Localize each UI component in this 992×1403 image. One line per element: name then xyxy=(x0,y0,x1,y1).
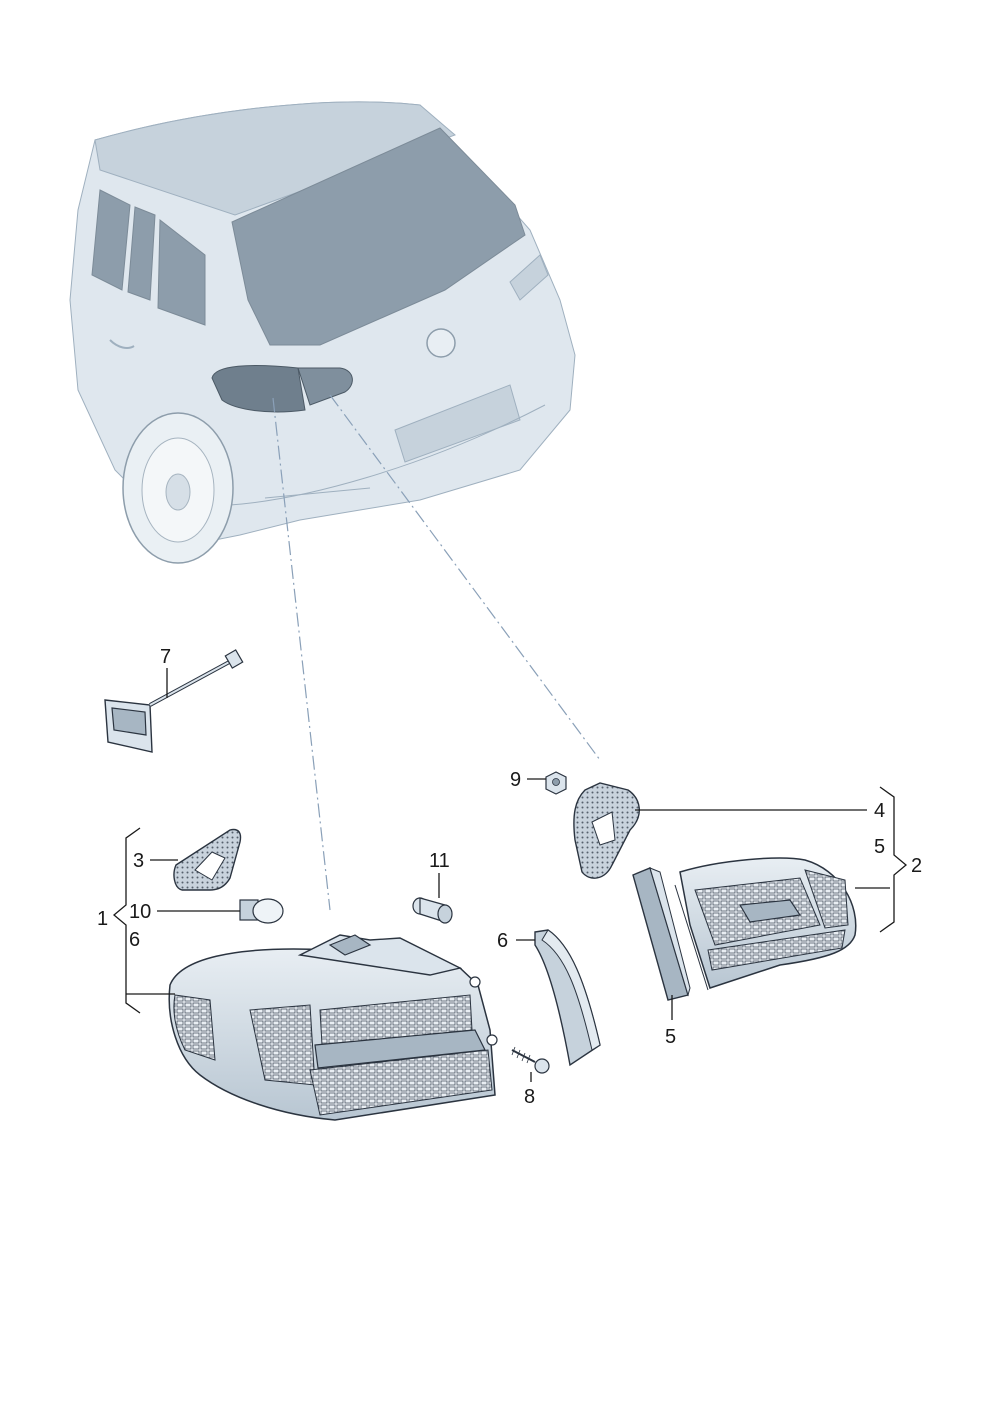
callout-6-trim: 6 xyxy=(497,930,508,952)
callout-10: 10 xyxy=(129,901,151,923)
screw-part xyxy=(511,1046,550,1074)
gasket-right-part xyxy=(573,782,640,879)
callout-5-right: 5 xyxy=(874,836,885,858)
nut-part xyxy=(545,771,567,795)
bulb-part xyxy=(239,898,284,924)
trim-strip-part xyxy=(534,929,601,1067)
reflector-strip-part xyxy=(632,867,691,1001)
callout-5-strip: 5 xyxy=(665,1026,676,1048)
callout-3: 3 xyxy=(133,850,144,872)
wiring-harness-part xyxy=(104,649,244,753)
leader-lines xyxy=(112,668,908,1082)
leader-dash-left xyxy=(272,397,331,911)
callout-1: 1 xyxy=(97,908,108,930)
callout-11: 11 xyxy=(429,850,450,872)
vehicle-illustration xyxy=(69,101,576,564)
callout-9: 9 xyxy=(510,769,521,791)
callout-8: 8 xyxy=(524,1086,535,1108)
callout-4: 4 xyxy=(874,800,885,822)
callout-7: 7 xyxy=(160,646,171,668)
gasket-left-part xyxy=(173,828,242,891)
bulb-socket-part xyxy=(412,897,453,924)
leader-dash-right xyxy=(329,394,601,761)
callout-2: 2 xyxy=(911,855,922,877)
inner-tail-light-part xyxy=(674,857,857,991)
callout-6-left: 6 xyxy=(129,929,140,951)
outer-tail-light-part xyxy=(168,934,498,1121)
